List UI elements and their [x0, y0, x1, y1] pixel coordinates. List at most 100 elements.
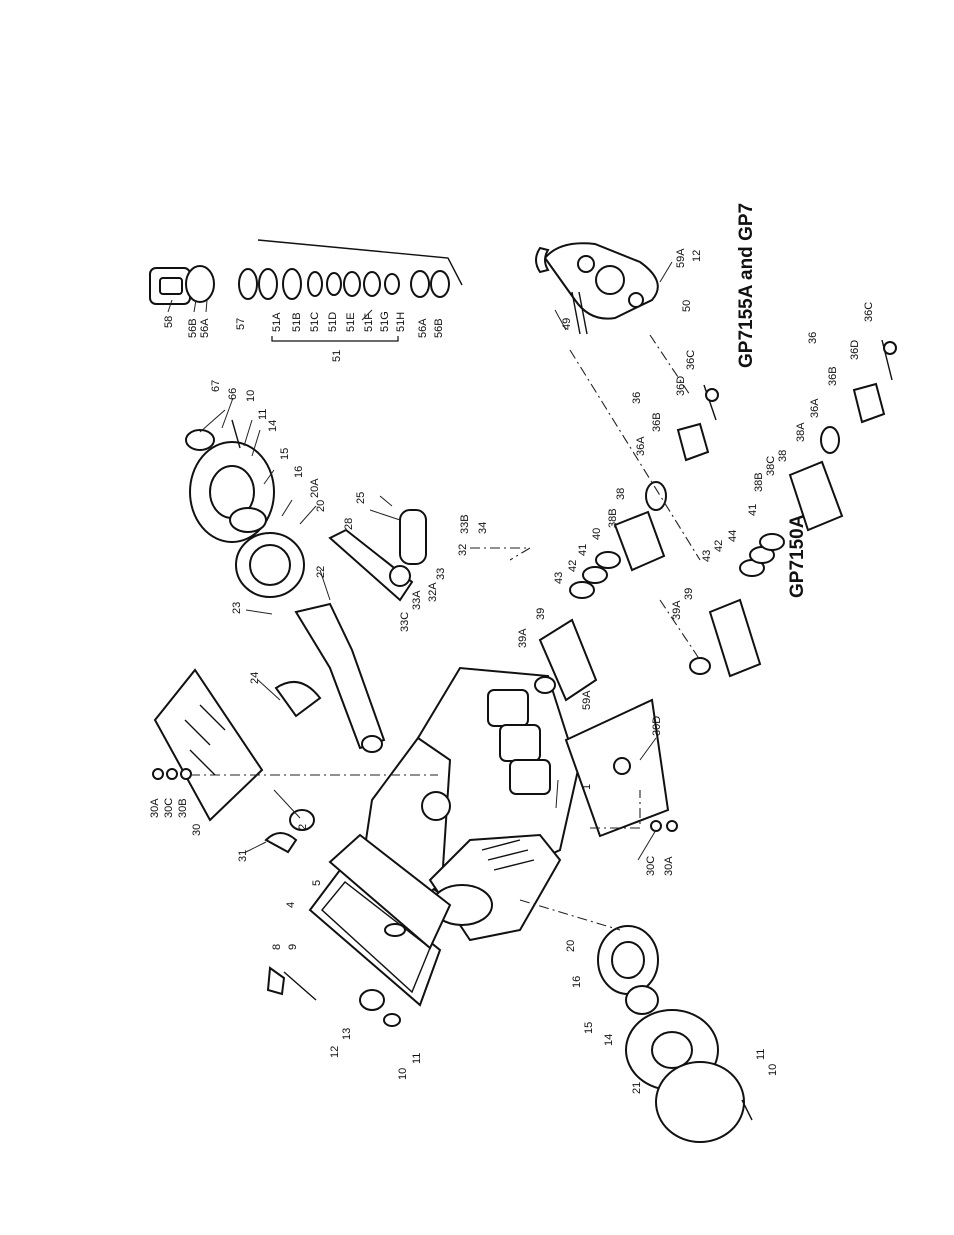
callout-13: 13	[341, 1028, 353, 1040]
callout-5: 5	[311, 880, 323, 886]
callout-66: 66	[227, 388, 239, 400]
callout-23: 23	[231, 602, 243, 614]
callout-38b: 38B	[607, 508, 619, 528]
callout-14-top: 14	[267, 420, 279, 432]
callout-58: 58	[163, 316, 175, 328]
assembly-lines	[190, 334, 701, 931]
callout-30c-top: 30C	[163, 798, 175, 818]
callout-4: 4	[285, 902, 297, 908]
callout-51h: 51H	[395, 312, 407, 332]
callout-39: 39	[535, 608, 547, 620]
callout-51d: 51D	[327, 312, 339, 332]
callout-34: 34	[477, 522, 489, 534]
small-fasteners	[152, 768, 678, 1027]
callout-39a-low: 39A	[671, 600, 683, 620]
callout-56a: 56A	[417, 318, 429, 338]
callout-36: 36	[631, 392, 643, 404]
callout-33c: 33C	[399, 612, 411, 632]
callout-43: 43	[553, 572, 565, 584]
top-cover-and-gasket	[308, 833, 452, 1007]
callout-31: 31	[237, 850, 249, 862]
callout-38c-low: 38C	[765, 456, 777, 476]
callout-11-low: 11	[755, 1049, 767, 1060]
callout-12: 12	[329, 1046, 341, 1058]
callout-2: 2	[297, 824, 309, 830]
plunger-seal-stack-upper	[534, 384, 719, 702]
callout-51f: 51F	[363, 313, 375, 332]
callout-33b: 33B	[459, 514, 471, 534]
callout-67: 67	[210, 380, 222, 392]
callout-51a: 51A	[271, 312, 283, 332]
callout-8: 8	[271, 944, 283, 950]
crankshaft	[274, 509, 427, 753]
callout-33a: 33A	[411, 590, 423, 610]
callout-56b: 56B	[433, 318, 445, 338]
callout-11-top: 11	[257, 409, 269, 420]
callout-38a-low: 38A	[795, 422, 807, 442]
callout-15-top: 15	[279, 448, 291, 460]
callout-20-low: 20	[565, 940, 577, 952]
callout-51e: 51E	[345, 312, 357, 332]
callout-51g: 51G	[379, 311, 391, 332]
callout-50: 50	[681, 300, 693, 312]
callout-51b: 51B	[291, 312, 303, 332]
callout-21: 21	[631, 1082, 643, 1094]
valve-clamp-assembly	[535, 242, 659, 335]
callout-38: 38	[615, 488, 627, 500]
callout-39a: 39A	[517, 628, 529, 648]
callout-24: 24	[249, 672, 261, 684]
callout-9: 9	[287, 944, 299, 950]
callout-56b-top: 56B	[187, 318, 199, 338]
callout-11-left: 11	[411, 1053, 423, 1064]
callout-38b-low: 38B	[753, 472, 765, 492]
callout-30: 30	[191, 824, 203, 836]
callout-36b-low: 36B	[827, 366, 839, 386]
callout-labels: 58 56B 56A 57 51A 51B 51C 51D 51E 51F 51…	[149, 248, 875, 1094]
callout-30c-low: 30C	[645, 856, 657, 876]
callout-36a: 36A	[635, 436, 647, 456]
callout-36a-low: 36A	[809, 398, 821, 418]
callout-1: 1	[581, 784, 593, 790]
callout-36d: 36D	[675, 376, 687, 396]
callout-44-low: 44	[727, 530, 739, 542]
callout-36b: 36B	[651, 412, 663, 432]
callout-30a-top: 30A	[149, 798, 161, 818]
callout-51: 51	[331, 350, 343, 362]
callout-49: 49	[561, 318, 573, 330]
callout-36c: 36C	[685, 350, 697, 370]
callout-42: 42	[567, 560, 579, 572]
callout-14-low: 14	[603, 1034, 615, 1046]
callout-41-low: 41	[747, 504, 759, 516]
callout-57: 57	[235, 318, 247, 330]
callout-42-low: 42	[713, 540, 725, 552]
callout-32: 32	[457, 544, 469, 556]
callout-16-low: 16	[571, 976, 583, 988]
callout-39-low: 39	[683, 588, 695, 600]
callout-28: 28	[343, 518, 355, 530]
callout-16-top: 16	[293, 466, 305, 478]
callout-30a-low: 30A	[663, 856, 675, 876]
leader-lines	[167, 261, 673, 861]
callout-51c: 51C	[309, 312, 321, 332]
plunger-seal-stack-lower	[689, 339, 897, 678]
callout-36-low: 36	[807, 332, 819, 344]
callout-30d: 30D	[651, 716, 663, 736]
callout-20-top: 20	[315, 500, 327, 512]
callout-36d-low: 36D	[849, 340, 861, 360]
lower-bearing-cap-assembly	[597, 925, 753, 1143]
upper-bearing-cap-assembly	[185, 419, 305, 598]
callout-32a: 32A	[427, 582, 439, 602]
callout-20a: 20A	[309, 478, 321, 498]
callout-56a-top: 56A	[199, 318, 211, 338]
callout-15-low: 15	[583, 1022, 595, 1034]
callout-10-left: 10	[397, 1068, 409, 1080]
callout-22: 22	[315, 566, 327, 578]
callout-10-low: 10	[767, 1064, 779, 1076]
callout-36c-low: 36C	[863, 302, 875, 322]
callout-25: 25	[355, 492, 367, 504]
callout-30b: 30B	[177, 798, 189, 818]
callout-41: 41	[577, 544, 589, 556]
model-title-gp7150a: GP7150A	[787, 514, 808, 598]
callout-33: 33	[435, 568, 447, 580]
